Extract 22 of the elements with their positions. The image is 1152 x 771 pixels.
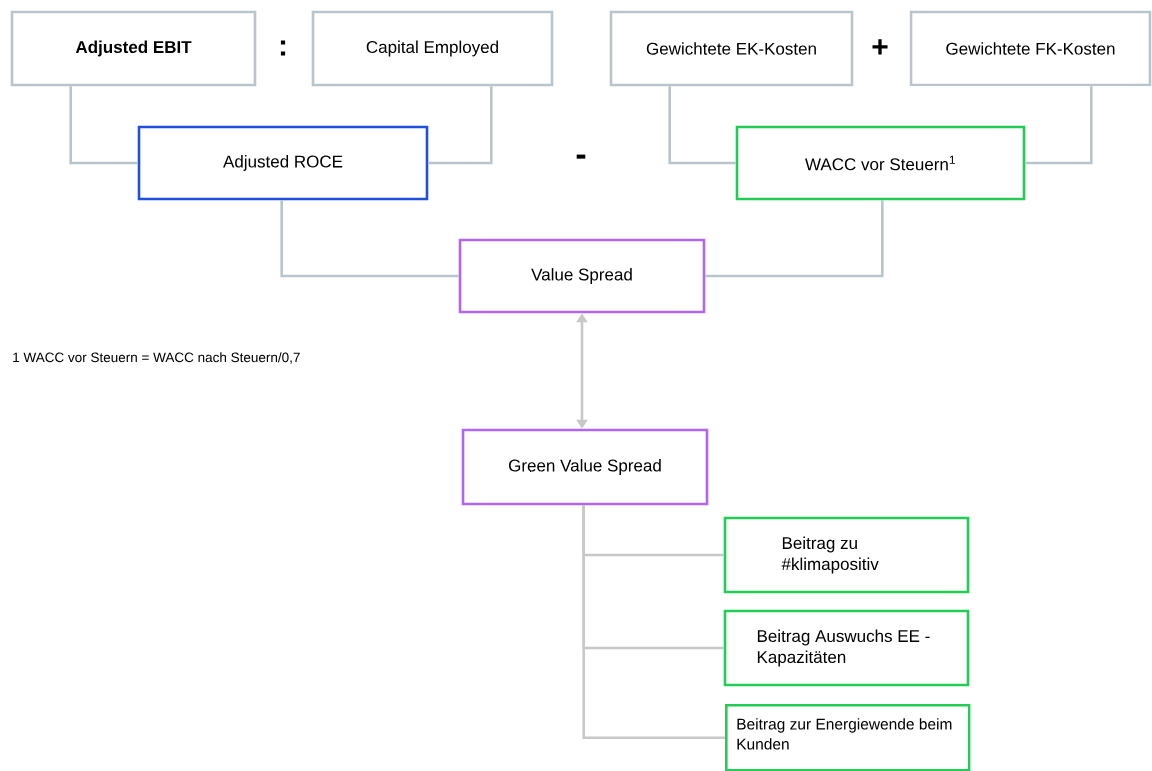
connector: [69, 86, 138, 165]
connector: [705, 200, 884, 278]
process-box: Capital Employed: [311, 10, 554, 87]
process-box: Beitrag zur Energiewende beim Kunden: [725, 704, 971, 771]
operator-sign: -: [576, 154, 586, 159]
connector: [668, 86, 736, 165]
connector: [428, 86, 493, 165]
process-box: Gewichtete EK-Kosten: [609, 10, 854, 87]
process-box: Beitrag Auswuchs EE - Kapazitäten: [723, 609, 970, 687]
process-box: Adjusted ROCE: [137, 125, 429, 201]
process-box: WACC vor Steuern$^{1}$: [735, 125, 1026, 201]
operator-sign: +: [872, 39, 888, 55]
process-box: Beitrag zu #klimapositiv: [723, 516, 970, 594]
process-box: Green Value Spread: [461, 428, 709, 506]
process-box: Gewichtete FK-Kosten: [909, 10, 1152, 87]
connector: [582, 505, 725, 740]
connector: [1025, 86, 1093, 165]
process-box: Adjusted EBIT: [10, 10, 257, 87]
operator-sign: :: [280, 40, 286, 56]
connector: [280, 200, 459, 278]
process-box: Value Spread: [458, 238, 706, 314]
footnote: 1 WACC vor Steuern = WACC nach Steuern/0,7: [13, 352, 300, 364]
